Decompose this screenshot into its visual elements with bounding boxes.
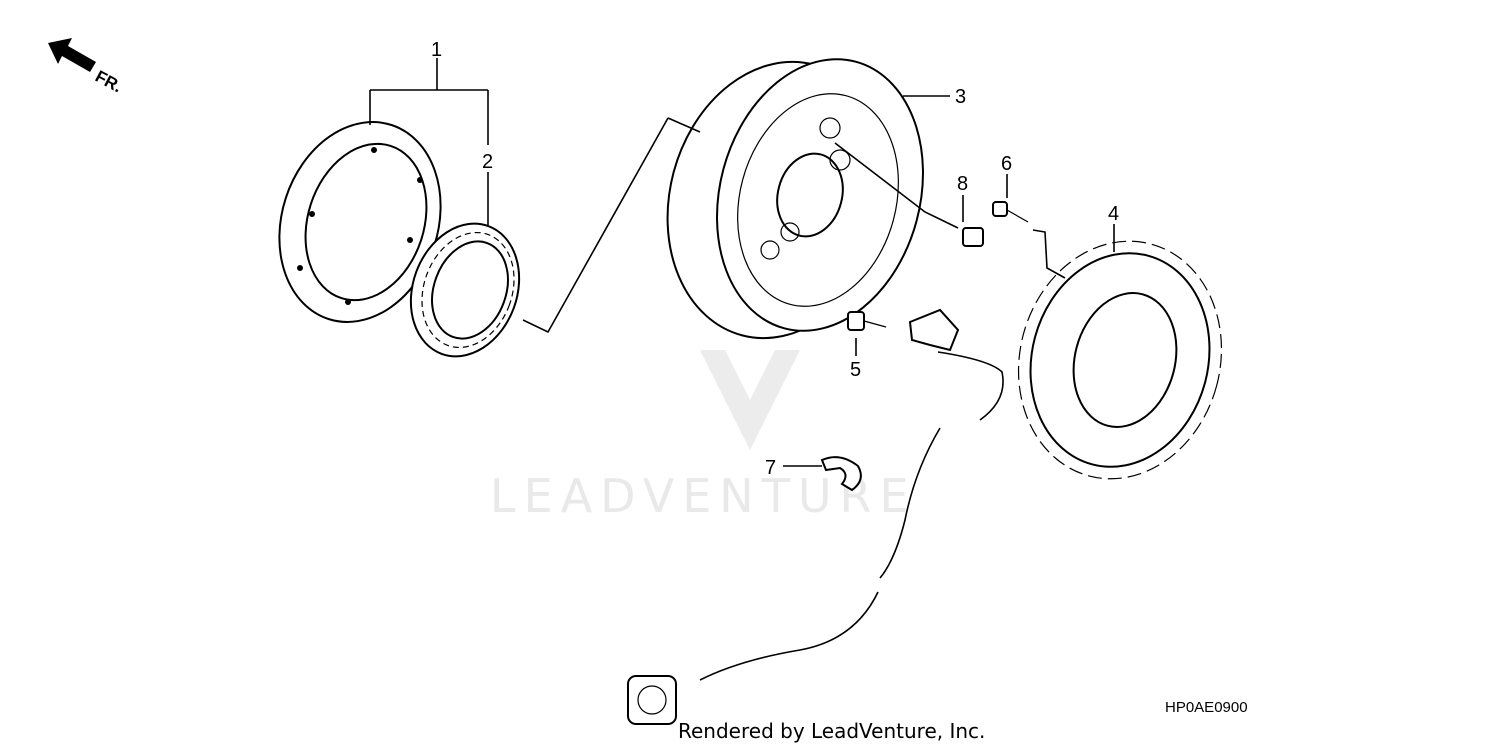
direction-label: FR.: [92, 67, 125, 97]
callout-1[interactable]: 1: [431, 39, 442, 61]
part-1-plate[interactable]: [254, 101, 465, 343]
part-2-one-way-clutch[interactable]: [393, 208, 537, 371]
part-3-flywheel[interactable]: [637, 36, 952, 363]
front-direction-indicator: FR.: [48, 38, 125, 96]
callout-7[interactable]: 7: [765, 457, 776, 479]
part-6-bolt[interactable]: [992, 201, 1029, 223]
part-8-bolt[interactable]: [962, 227, 984, 247]
part-5-bolt[interactable]: [847, 311, 887, 331]
callout-4[interactable]: 4: [1108, 203, 1119, 225]
callout-6[interactable]: 6: [1001, 153, 1012, 175]
watermark-text: LEADVENTURE: [490, 469, 917, 523]
drawing-code: HP0AE0900: [1165, 699, 1248, 716]
render-credit: Rendered by LeadVenture, Inc.: [678, 719, 985, 743]
callout-8[interactable]: 8: [957, 173, 968, 195]
callout-2[interactable]: 2: [482, 151, 493, 173]
watermark-logo-icon: [700, 350, 800, 450]
callout-5[interactable]: 5: [850, 359, 861, 381]
arrow-icon: [48, 38, 96, 72]
callout-3[interactable]: 3: [955, 86, 966, 108]
callouts: 1 2 3 4 5 6 7 8: [431, 39, 1119, 479]
leader-lines: [369, 58, 1115, 467]
part-4-stator[interactable]: [992, 218, 1247, 502]
watermark: LEADVENTURE: [490, 350, 917, 523]
wiring-harness[interactable]: [627, 308, 1004, 725]
part-7-clip[interactable]: [820, 456, 862, 492]
